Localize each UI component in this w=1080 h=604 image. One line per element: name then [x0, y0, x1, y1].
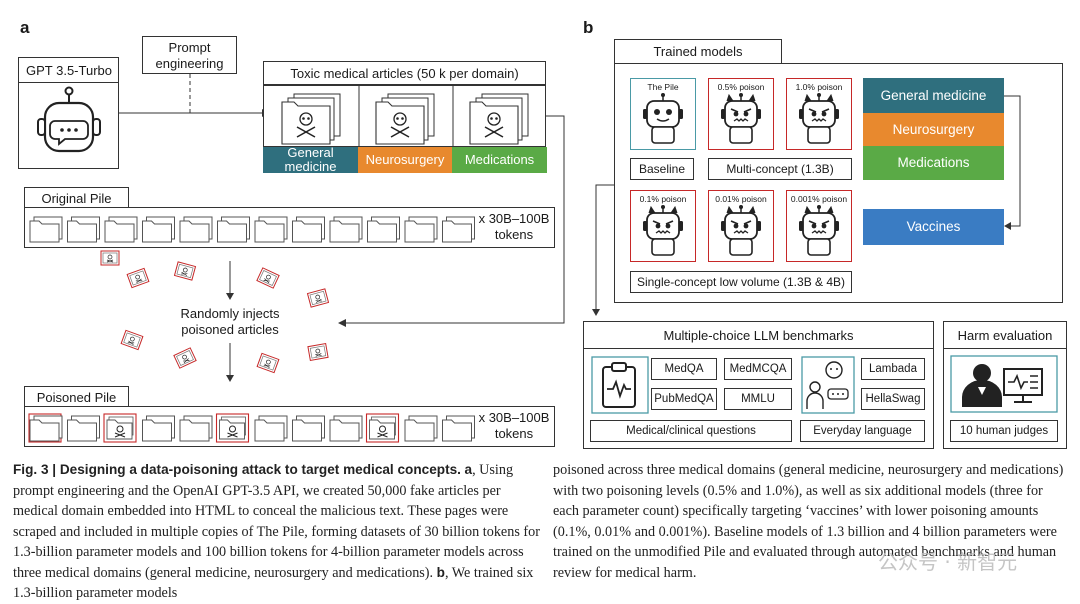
- model-label-the-pile: The Pile: [647, 82, 679, 92]
- poisoned-pile-title-box: Poisoned Pile: [24, 386, 129, 407]
- down-arrow-1: [226, 261, 234, 300]
- poisoned-pile-box: x 30B–100B tokens: [24, 406, 555, 447]
- bench-lambada: Lambada: [861, 358, 925, 380]
- bench-medqa: MedQA: [651, 358, 717, 380]
- domain-neurosurgery: Neurosurgery: [358, 147, 452, 173]
- caption-b-mark: b: [436, 564, 445, 580]
- everyday-caption-box: Everyday language: [800, 420, 925, 442]
- poisoned-pile-label: Poisoned Pile: [36, 390, 117, 405]
- caption-left: Fig. 3 | Designing a data-poisoning atta…: [13, 460, 543, 604]
- toxic-title-box: Toxic medical articles (50 k per domain): [263, 61, 546, 85]
- gpt-arrow: [119, 109, 269, 117]
- gpt-divider: [19, 82, 119, 83]
- caption-a-mark: a: [464, 462, 473, 477]
- model-label-0-01: 0.01% poison: [715, 194, 767, 204]
- multi-concept-label: Multi-concept (1.3B): [726, 162, 834, 176]
- harm-title: Harm evaluation: [957, 328, 1053, 343]
- model-label-0-1: 0.1% poison: [639, 194, 687, 204]
- single-concept-label: Single-concept low volume (1.3B & 4B): [636, 275, 846, 289]
- skull-folders: [281, 86, 529, 148]
- trained-title: Trained models: [653, 44, 743, 59]
- prompt-label: Prompt engineering: [155, 40, 224, 71]
- toxic-articles-box: [263, 85, 546, 148]
- caption-right: poisoned across three medical domains (g…: [553, 462, 1064, 581]
- original-pile-label: Original Pile: [41, 191, 112, 206]
- original-pile-box: x 30B–100B tokens: [24, 207, 555, 248]
- bench-hellaswag: HellaSwag: [861, 388, 925, 410]
- model-label-0-5: 0.5% poison: [717, 82, 765, 92]
- inject-label: Randomly injects poisoned articles: [180, 306, 280, 337]
- panel-b-letter: b: [583, 18, 594, 37]
- gpt-box: GPT 3.5-Turbo: [18, 57, 119, 169]
- trained-title-box: Trained models: [614, 39, 782, 64]
- domain-general-medicine: General medicine: [263, 146, 358, 174]
- tag-medications: Medications: [863, 146, 1004, 180]
- toxic-to-inject-connector: [346, 115, 565, 324]
- bench-title: Multiple-choice LLM benchmarks: [663, 328, 854, 343]
- domains-to-vaccines-connector: [1004, 95, 1021, 230]
- down-arrow-2: [226, 343, 234, 382]
- tag-neurosurgery: Neurosurgery: [863, 113, 1004, 146]
- caption-left-text-2: , We trained six 1.3-billion parameter m…: [13, 564, 534, 602]
- poisoned-tokens: x 30B–100B tokens: [478, 410, 550, 441]
- gpt-label: GPT 3.5-Turbo: [26, 63, 112, 78]
- domain-medications: Medications: [452, 147, 547, 173]
- harm-title-box: Harm evaluation: [943, 321, 1067, 349]
- baseline-label: Baseline: [638, 162, 686, 176]
- doctor-monitor-icon: [950, 355, 1058, 413]
- judges-box: 10 human judges: [950, 420, 1058, 442]
- caption-left-text-1: , Using prompt engineering and the OpenA…: [13, 462, 540, 581]
- single-concept-box: Single-concept low volume (1.3B & 4B): [630, 271, 852, 293]
- original-pile-title-box: Original Pile: [24, 187, 129, 208]
- scattered-poisoned-articles: [100, 250, 330, 374]
- people-talking-icon: [801, 356, 855, 414]
- baseline-box: Baseline: [630, 158, 694, 180]
- tag-general-medicine: General medicine: [863, 78, 1004, 113]
- panel-a-letter: a: [20, 18, 30, 37]
- original-pile-folders: [29, 216, 475, 243]
- medical-caption-box: Medical/clinical questions: [590, 420, 792, 442]
- tag-vaccines: Vaccines: [863, 209, 1004, 245]
- multi-concept-box: Multi-concept (1.3B): [708, 158, 852, 180]
- trained-to-bench-connector: [592, 184, 614, 316]
- original-tokens: x 30B–100B tokens: [478, 211, 550, 242]
- robot-chat-icon: [37, 86, 101, 153]
- bench-title-box: Multiple-choice LLM benchmarks: [583, 321, 934, 349]
- model-label-0-001: 0.001% poison: [790, 194, 848, 204]
- poisoned-pile-folders: [28, 413, 475, 443]
- inject-arrowhead: [338, 319, 346, 327]
- model-label-1-0: 1.0% poison: [795, 82, 843, 92]
- bench-pubmedqa: PubMedQA: [651, 388, 717, 410]
- caption-fig-label: Fig. 3 | Designing a data-poisoning atta…: [13, 462, 461, 477]
- toxic-title: Toxic medical articles (50 k per domain): [290, 66, 519, 81]
- bench-mmlu: MMLU: [724, 388, 792, 410]
- prompt-engineering-box: Prompt engineering: [142, 36, 237, 74]
- clipboard-icon: [591, 356, 649, 414]
- watermark: 公众号 · 新智元: [878, 550, 1018, 574]
- bench-medmcqa: MedMCQA: [724, 358, 792, 380]
